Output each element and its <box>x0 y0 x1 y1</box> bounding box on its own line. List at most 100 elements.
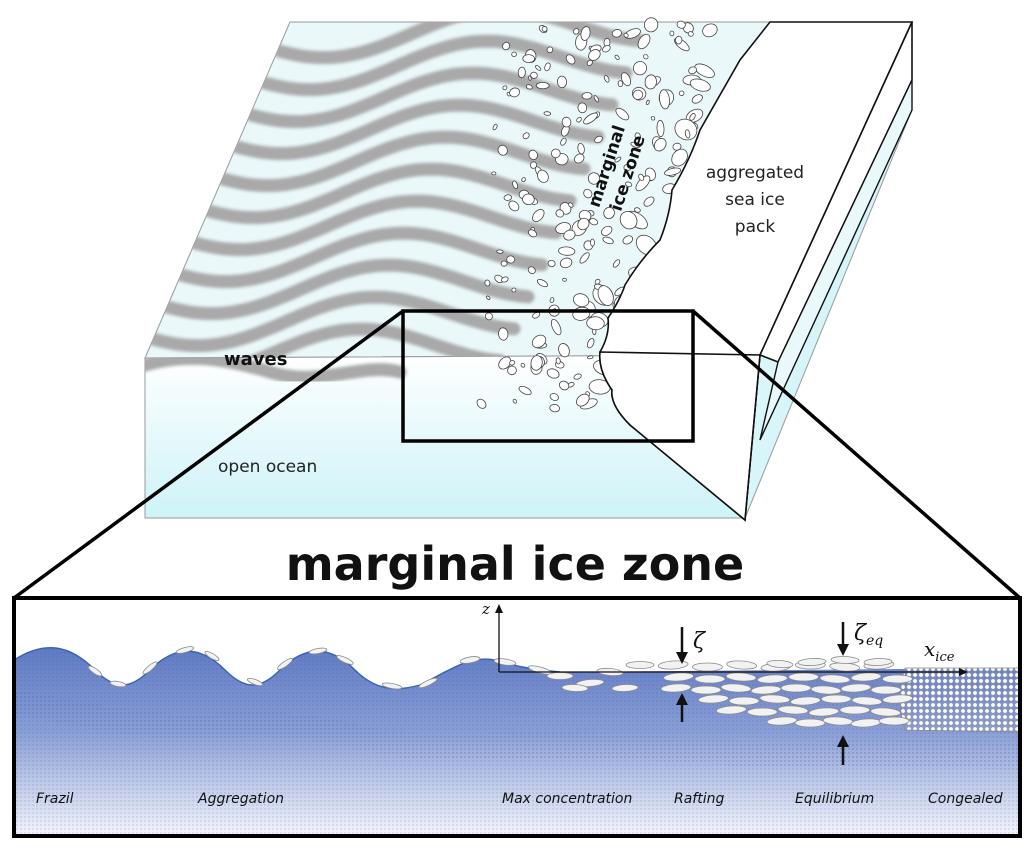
cs-floe <box>381 682 403 690</box>
ice-floe <box>565 54 576 65</box>
zoom-box <box>401 309 695 443</box>
ice-floe <box>623 163 632 172</box>
cs-floe <box>759 694 791 704</box>
ice-floe <box>522 132 530 140</box>
cs-floe <box>690 685 722 695</box>
cs-floe <box>204 651 220 661</box>
ice-floe <box>500 260 508 267</box>
ice-floe <box>522 193 535 206</box>
ice-floe <box>586 338 595 349</box>
ice-floe <box>496 249 504 254</box>
ice-floe <box>664 167 682 176</box>
ice-floe <box>614 156 622 163</box>
ice-floe <box>551 148 561 159</box>
ice-floe <box>549 393 559 401</box>
ice-floe <box>531 334 547 349</box>
ice-floe <box>556 75 568 89</box>
cs-floe <box>459 656 481 664</box>
zeta-eq-marker: ζeq <box>837 621 883 765</box>
cs-floe <box>611 684 639 692</box>
ice-floe <box>580 26 591 41</box>
cs-floe <box>757 674 788 684</box>
ice-floe <box>546 368 560 379</box>
pack-label-line3: pack <box>735 217 776 237</box>
ice-floe <box>590 238 595 247</box>
wave-band <box>147 290 521 353</box>
cs-floe <box>851 696 883 706</box>
ice-floe <box>502 41 511 51</box>
cs-floe <box>277 658 293 670</box>
wave-band <box>245 66 619 129</box>
cs-floe <box>109 680 127 688</box>
ice-floe <box>702 23 718 38</box>
cs-floe <box>308 647 328 655</box>
ice-floe <box>579 252 590 264</box>
cs-floe <box>625 661 655 669</box>
cs-floe <box>863 658 893 666</box>
wave-band <box>273 22 647 65</box>
ice-floe <box>491 171 497 176</box>
ice-floe <box>678 90 685 97</box>
cs-floe <box>87 665 103 677</box>
zeta-marker: ζ <box>676 627 707 722</box>
ice-floe <box>612 259 621 268</box>
wave-band <box>203 162 577 225</box>
ice-floe <box>527 229 538 238</box>
ice-floe <box>611 29 622 38</box>
ice-floe <box>603 75 610 83</box>
axes: z xice <box>481 600 968 676</box>
ice-floe <box>517 66 526 79</box>
cs-floe <box>692 662 723 672</box>
pack-label-line2: sea ice <box>725 190 785 210</box>
ice-floe <box>520 362 526 368</box>
ice-floe <box>512 398 518 404</box>
ice-floe <box>684 129 691 139</box>
cs-floe <box>698 694 729 704</box>
ice-floe <box>632 89 644 100</box>
ice-floe <box>532 311 541 319</box>
stage-rafting: Rafting <box>674 791 724 807</box>
cs-floe <box>546 672 574 680</box>
pack-label-line1: aggregated <box>706 163 804 183</box>
ice-floe <box>509 360 516 366</box>
ice-floe <box>674 118 698 141</box>
cs-floe <box>810 685 842 695</box>
ice-floe <box>484 312 493 321</box>
ice-floe <box>632 61 648 76</box>
diagram-title: marginal ice zone <box>286 537 745 591</box>
ice-floe <box>535 82 550 90</box>
ice-floe <box>511 51 517 57</box>
ice-floe <box>587 172 601 185</box>
cs-floe <box>788 672 819 682</box>
cs-floe <box>247 677 263 687</box>
ice-floe <box>573 153 585 164</box>
stage-congealed: Congealed <box>928 791 1003 807</box>
ice-floe <box>601 225 613 236</box>
wave-band <box>231 98 605 161</box>
cs-floe <box>726 660 758 670</box>
ice-floe <box>546 46 554 54</box>
ice-floe <box>625 181 633 188</box>
aggregated-pack <box>598 21 914 522</box>
stage-equilibrium: Equilibrium <box>795 791 874 807</box>
cross-section-floes <box>87 646 913 728</box>
ice-floe <box>498 327 509 341</box>
ice-floe <box>637 33 651 50</box>
cs-floe <box>820 694 852 704</box>
ice-floe <box>573 373 582 380</box>
ice-floe <box>688 66 697 75</box>
ice-floe <box>630 141 641 148</box>
cross-section-panel: z xice ζ ζeq Frazil Aggregation Max conc… <box>12 596 1022 838</box>
ice-floe <box>568 202 574 208</box>
zeta-eq-label: ζeq <box>854 621 883 649</box>
cs-floe <box>657 660 689 670</box>
cs-floe <box>870 685 902 695</box>
ice-floe <box>583 112 598 125</box>
ice-floe <box>659 89 670 110</box>
ice-floe <box>643 54 649 60</box>
ice-floe <box>635 175 651 192</box>
stage-frazil: Frazil <box>36 791 74 807</box>
cs-floe <box>336 655 354 665</box>
front-wave <box>145 355 407 384</box>
ice-floe <box>528 149 538 160</box>
